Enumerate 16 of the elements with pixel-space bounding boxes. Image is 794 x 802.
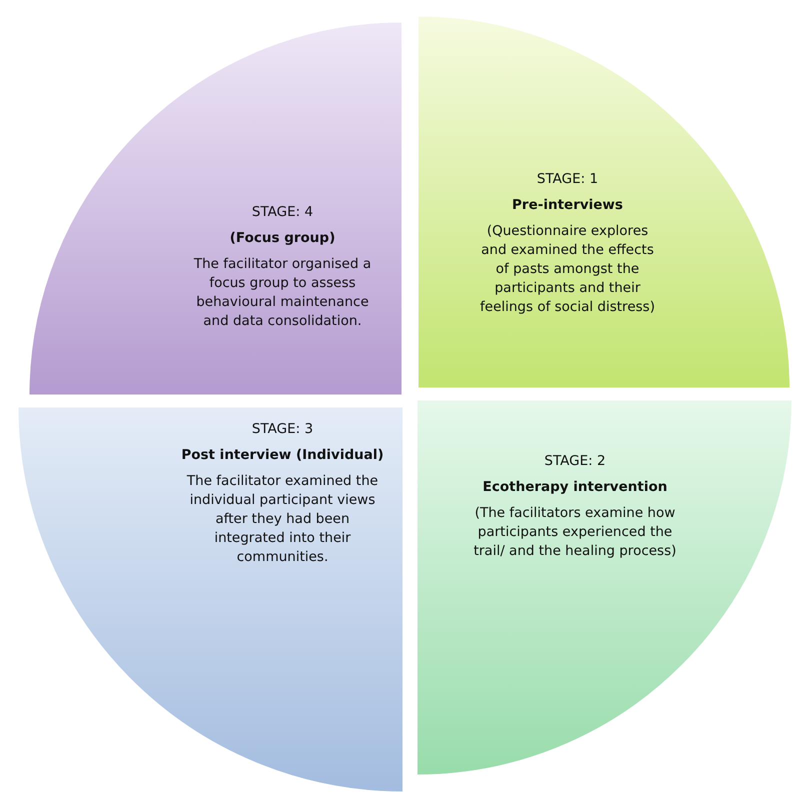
stage-heading: (Focus group) <box>228 229 336 248</box>
stage-description: The facilitator organised a focus group to assess behavioural maintenance and data consolidation. <box>192 255 372 331</box>
stage-heading: Post interview (Individual) <box>180 446 385 465</box>
quadrant-wedge <box>418 16 790 388</box>
stage-description: (Questionnaire explores and examined the effects of pasts amongst the participants and their feelings of social distress) <box>479 222 656 317</box>
stage-heading: Ecotherapy intervention <box>482 478 668 497</box>
stage-label: STAGE: 3 <box>250 420 314 439</box>
stage-heading: Pre-interviews <box>511 196 624 215</box>
stage-label: STAGE: 4 <box>250 203 314 222</box>
quadrant-wedge <box>417 400 792 775</box>
stage-description: (The facilitators examine how participants experienced the trail/ and the healing process) <box>472 504 678 561</box>
stage-label: STAGE: 1 <box>536 170 600 189</box>
quadrant-wedge <box>29 22 402 395</box>
stage-label: STAGE: 2 <box>543 452 607 471</box>
stage-description: The facilitator examined the individual participant views after they had been integrated into their communities. <box>186 472 380 567</box>
quadrant-wedge <box>18 407 403 792</box>
